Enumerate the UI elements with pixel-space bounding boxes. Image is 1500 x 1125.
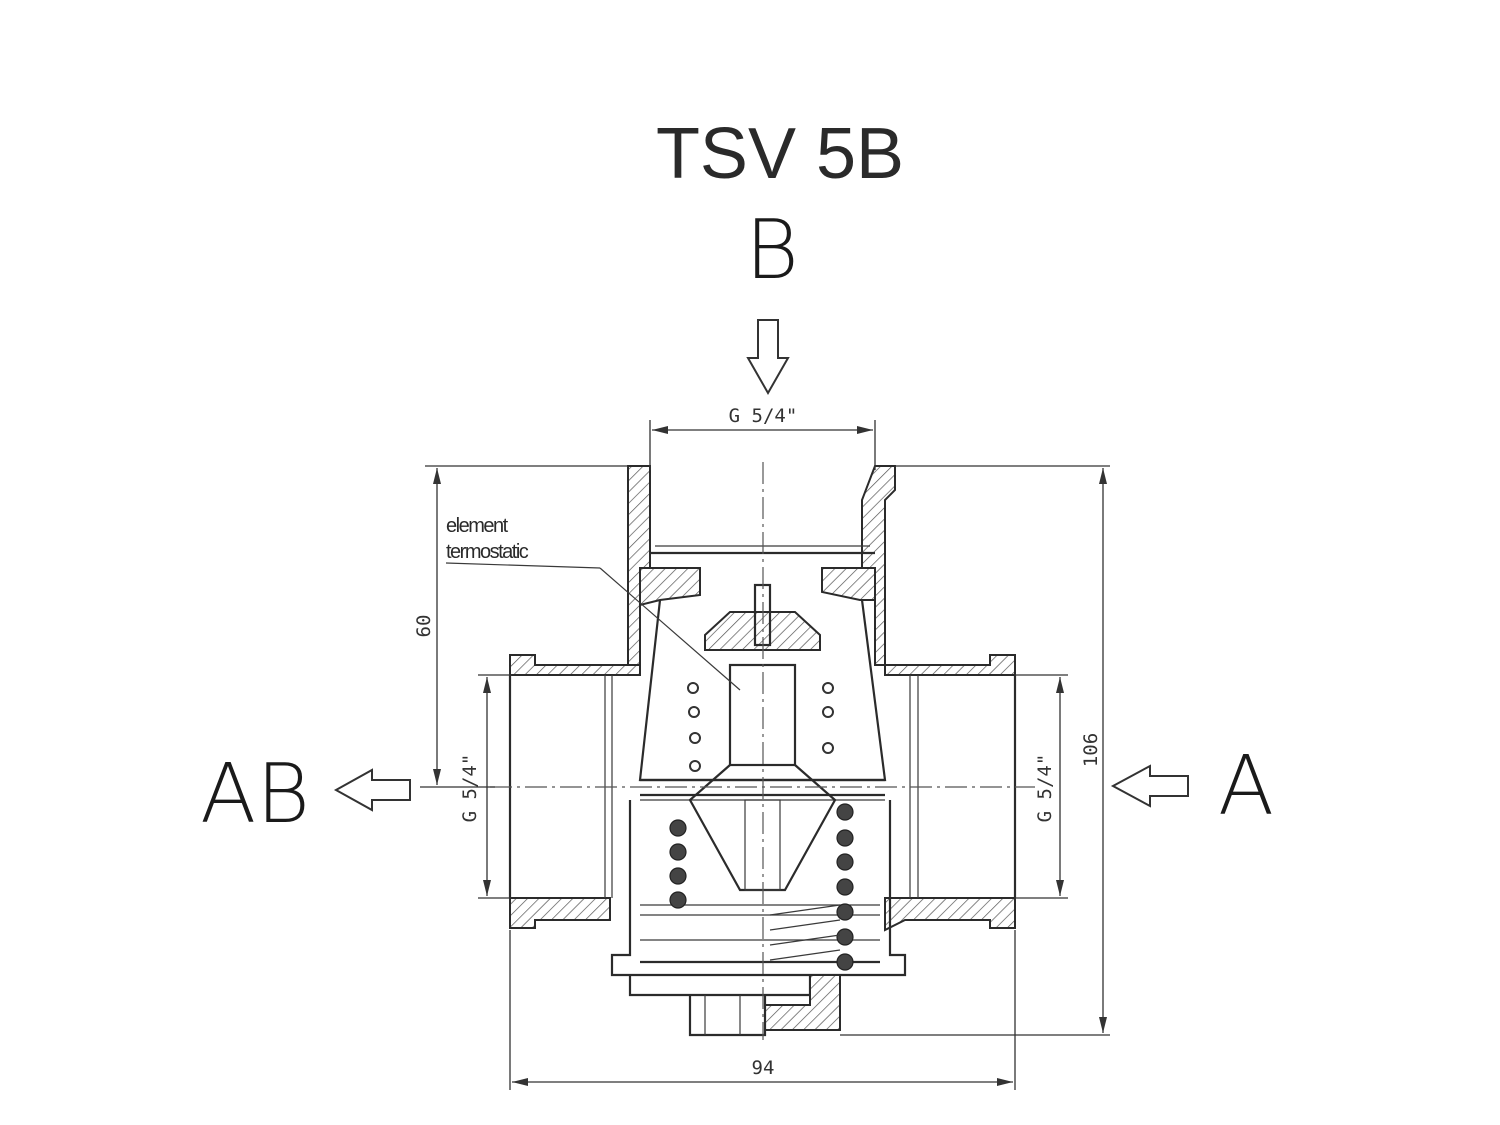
svg-text:termostatic: termostatic [446, 541, 529, 563]
svg-text:94: 94 [752, 1057, 775, 1079]
dimension-height-106: 106 [840, 465, 1110, 1036]
flow-arrow-a-icon [1110, 764, 1189, 808]
flow-arrow-b-icon [746, 319, 790, 396]
svg-text:106: 106 [1080, 733, 1102, 767]
drawing-title: TSV 5B [656, 114, 904, 194]
dimension-width-94: 94 [509, 930, 1016, 1090]
svg-text:G 5/4": G 5/4" [459, 754, 481, 823]
port-label-b: B [745, 203, 799, 298]
callout-thermostatic-element: element termostatic [445, 515, 741, 691]
svg-text:element: element [446, 515, 509, 537]
dimension-height-60: 60 [413, 465, 628, 788]
dimension-left-thread: G 5/4" [459, 674, 512, 899]
svg-text:60: 60 [413, 615, 435, 638]
port-label-a: A [1218, 739, 1274, 834]
svg-text:G 5/4": G 5/4" [1034, 754, 1056, 823]
svg-text:G 5/4": G 5/4" [729, 405, 798, 427]
port-label-ab: AB [200, 747, 310, 842]
upper-spring [687, 682, 834, 772]
dimension-top-thread: G 5/4" [649, 405, 876, 470]
center-lines [490, 462, 1035, 1040]
flow-arrow-ab-icon [333, 768, 411, 812]
lower-spring [669, 803, 854, 971]
dimension-right-thread: G 5/4" [1015, 674, 1068, 899]
